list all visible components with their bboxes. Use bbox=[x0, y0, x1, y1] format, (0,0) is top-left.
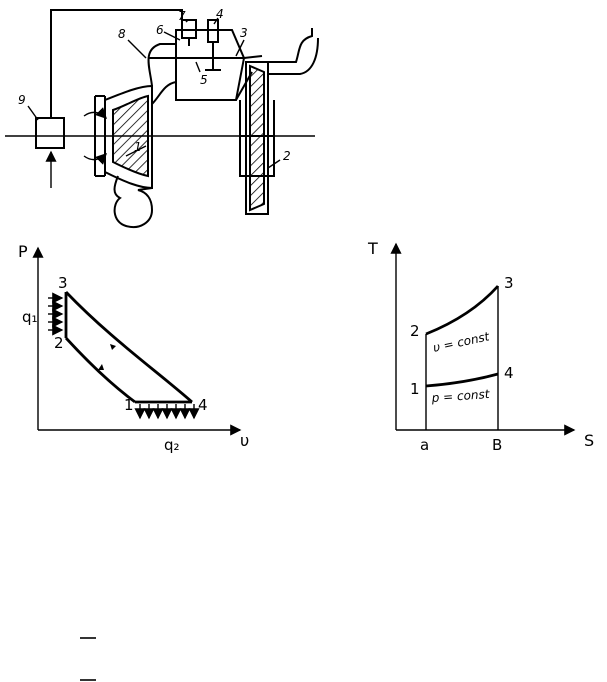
pv-x-axis-label: υ bbox=[240, 431, 249, 450]
ts-isobar-label: p = const bbox=[430, 387, 491, 405]
machine-label-4: 4 bbox=[216, 7, 224, 21]
ts-point-3: 3 bbox=[504, 274, 514, 292]
ts-diagram: T S υ = const p = const 1 2 3 4 a B bbox=[367, 239, 594, 454]
control-line bbox=[50, 9, 183, 118]
machine-label-6: 6 bbox=[156, 23, 164, 37]
pv-direction-arrow-1 bbox=[110, 344, 116, 350]
ts-point-4: 4 bbox=[504, 364, 514, 382]
pv-diagram: P υ q₁ q₂ 1 2 3 4 bbox=[18, 242, 249, 454]
pv-heat-in-arrows bbox=[48, 292, 64, 336]
turbine-rotor bbox=[249, 64, 265, 212]
ts-tick-b: B bbox=[492, 436, 502, 454]
compressor-volute bbox=[113, 175, 154, 228]
pv-point-2: 2 bbox=[54, 334, 64, 352]
exhaust-pipe bbox=[268, 28, 319, 75]
leader-lines bbox=[27, 17, 281, 169]
pv-heat-in-label: q₁ bbox=[22, 308, 38, 326]
pv-point-4: 4 bbox=[198, 396, 208, 414]
inlet-arrow-bottom bbox=[83, 153, 107, 165]
machine-label-2: 2 bbox=[283, 149, 291, 163]
inlet-arrow-top bbox=[83, 107, 107, 119]
combustion-chamber-5 bbox=[175, 29, 246, 101]
pv-point-1: 1 bbox=[124, 396, 134, 414]
machine-label-8: 8 bbox=[118, 27, 126, 41]
pv-y-axis-label: P bbox=[18, 242, 28, 261]
ts-point-2: 2 bbox=[410, 322, 420, 340]
machine-label-9: 9 bbox=[18, 93, 26, 107]
pv-heat-out-arrows bbox=[134, 404, 200, 420]
ts-isobar-1-4 bbox=[425, 372, 499, 388]
pv-direction-arrow-2 bbox=[98, 364, 104, 370]
ts-y-axis-label: T bbox=[367, 239, 378, 258]
compressor-rotor bbox=[112, 94, 149, 178]
ts-isochore-label: υ = const bbox=[432, 329, 492, 355]
control-unit-9 bbox=[35, 117, 65, 149]
compressor-housing bbox=[94, 84, 153, 190]
pv-heat-out-label: q₂ bbox=[164, 436, 180, 454]
machine-label-1: 1 bbox=[134, 140, 142, 154]
turbine-housing bbox=[239, 100, 275, 177]
turbine-casing bbox=[245, 61, 269, 215]
machine-label-3: 3 bbox=[240, 26, 248, 40]
ts-x-axis-label: S bbox=[584, 431, 594, 450]
ts-isochore-2-3 bbox=[425, 285, 500, 336]
pv-expansion-3-4 bbox=[64, 291, 193, 404]
pv-compression-1-2 bbox=[64, 337, 136, 404]
machine-label-5: 5 bbox=[200, 73, 208, 87]
pv-point-3: 3 bbox=[58, 274, 68, 292]
ts-point-1: 1 bbox=[410, 380, 420, 398]
machine-label-7: 7 bbox=[178, 9, 186, 23]
machine-schematic: 1 2 3 4 5 6 7 8 9 bbox=[5, 7, 319, 228]
ts-tick-a: a bbox=[420, 436, 429, 454]
